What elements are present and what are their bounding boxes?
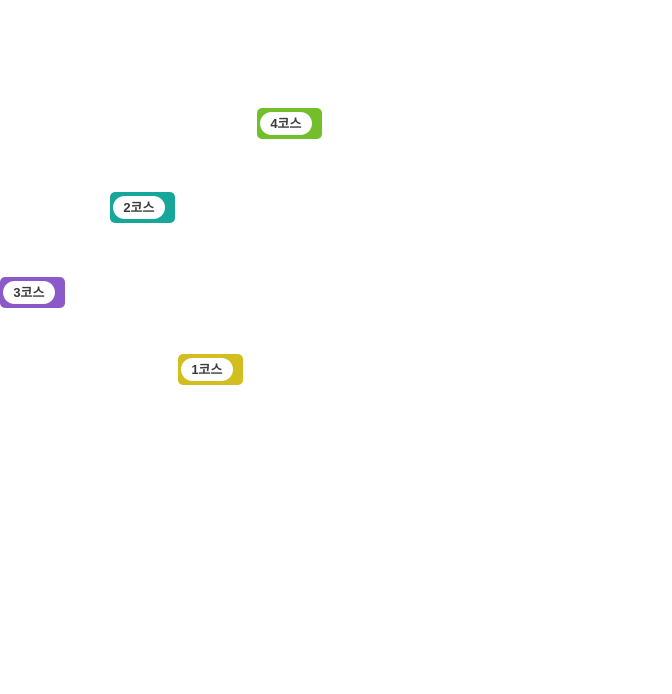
course-label-2-text: 2코스 [113,196,165,219]
course-label-3[interactable]: 3코스 [0,277,65,308]
course-label-1[interactable]: 1코스 [178,354,243,385]
course-label-1-text: 1코스 [181,358,233,381]
course-label-4-text: 4코스 [260,112,312,135]
course-label-2[interactable]: 2코스 [110,192,175,223]
course-label-4[interactable]: 4코스 [257,108,322,139]
course-label-3-text: 3코스 [3,281,55,304]
